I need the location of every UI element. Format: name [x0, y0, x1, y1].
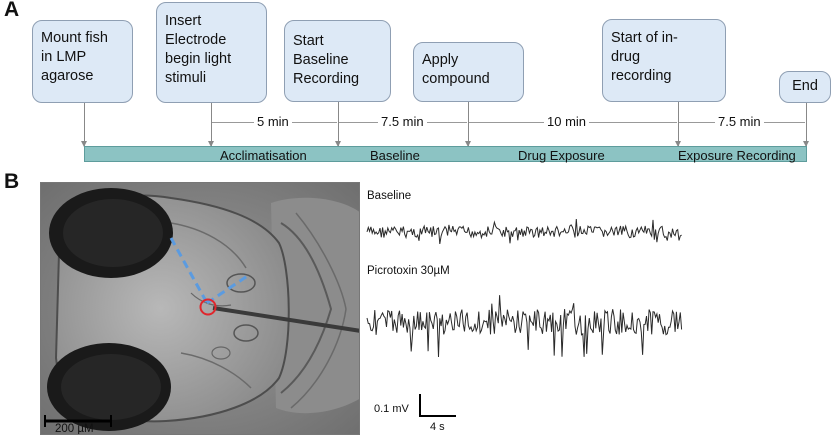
- duration-4: 7.5 min: [715, 114, 764, 129]
- arrow-apply: [465, 102, 471, 147]
- trace-picrotoxin: [366, 295, 683, 358]
- duration-2: 7.5 min: [378, 114, 427, 129]
- panel-label-a: A: [4, 0, 20, 21]
- duration-1: 5 min: [254, 114, 292, 129]
- larva-head-drawing: [41, 183, 359, 434]
- step-apply-compound: Apply compound: [413, 42, 524, 102]
- duration-3: 10 min: [544, 114, 590, 129]
- phase-drug-exposure: Drug Exposure: [518, 148, 605, 163]
- phase-baseline: Baseline: [370, 148, 420, 163]
- step-end: End: [779, 71, 831, 103]
- panel-label-b: B: [4, 170, 20, 193]
- scale-time: 4 s: [430, 421, 445, 433]
- arrow-baseline: [335, 102, 341, 147]
- phase-bar: [84, 146, 807, 162]
- larva-micrograph: 200 µM: [40, 182, 360, 435]
- phase-exposure-recording: Exposure Recording: [678, 148, 796, 163]
- trace-label-picrotoxin: Picrotoxin 30µM: [367, 265, 450, 277]
- step-mount-fish: Mount fish in LMP agarose: [32, 20, 133, 103]
- trace-label-baseline: Baseline: [367, 190, 412, 202]
- trace-plot: [366, 218, 683, 358]
- step-start-baseline: Start Baseline Recording: [284, 20, 391, 102]
- step-start-in-drug: Start of in- drug recording: [602, 19, 726, 102]
- scale-voltage: 0.1 mV: [374, 403, 409, 415]
- arrow-end: [803, 103, 809, 147]
- trace-baseline: [366, 218, 682, 244]
- phase-acclimatisation: Acclimatisation: [220, 148, 307, 163]
- step-insert-electrode: Insert Electrode begin light stimuli: [156, 2, 267, 103]
- scale-bar-label: 200 µM: [55, 423, 94, 435]
- trace-scale-bar: [419, 394, 456, 417]
- arrow-in-drug: [675, 102, 681, 147]
- arrow-insert: [208, 103, 214, 147]
- arrow-mount: [81, 103, 87, 147]
